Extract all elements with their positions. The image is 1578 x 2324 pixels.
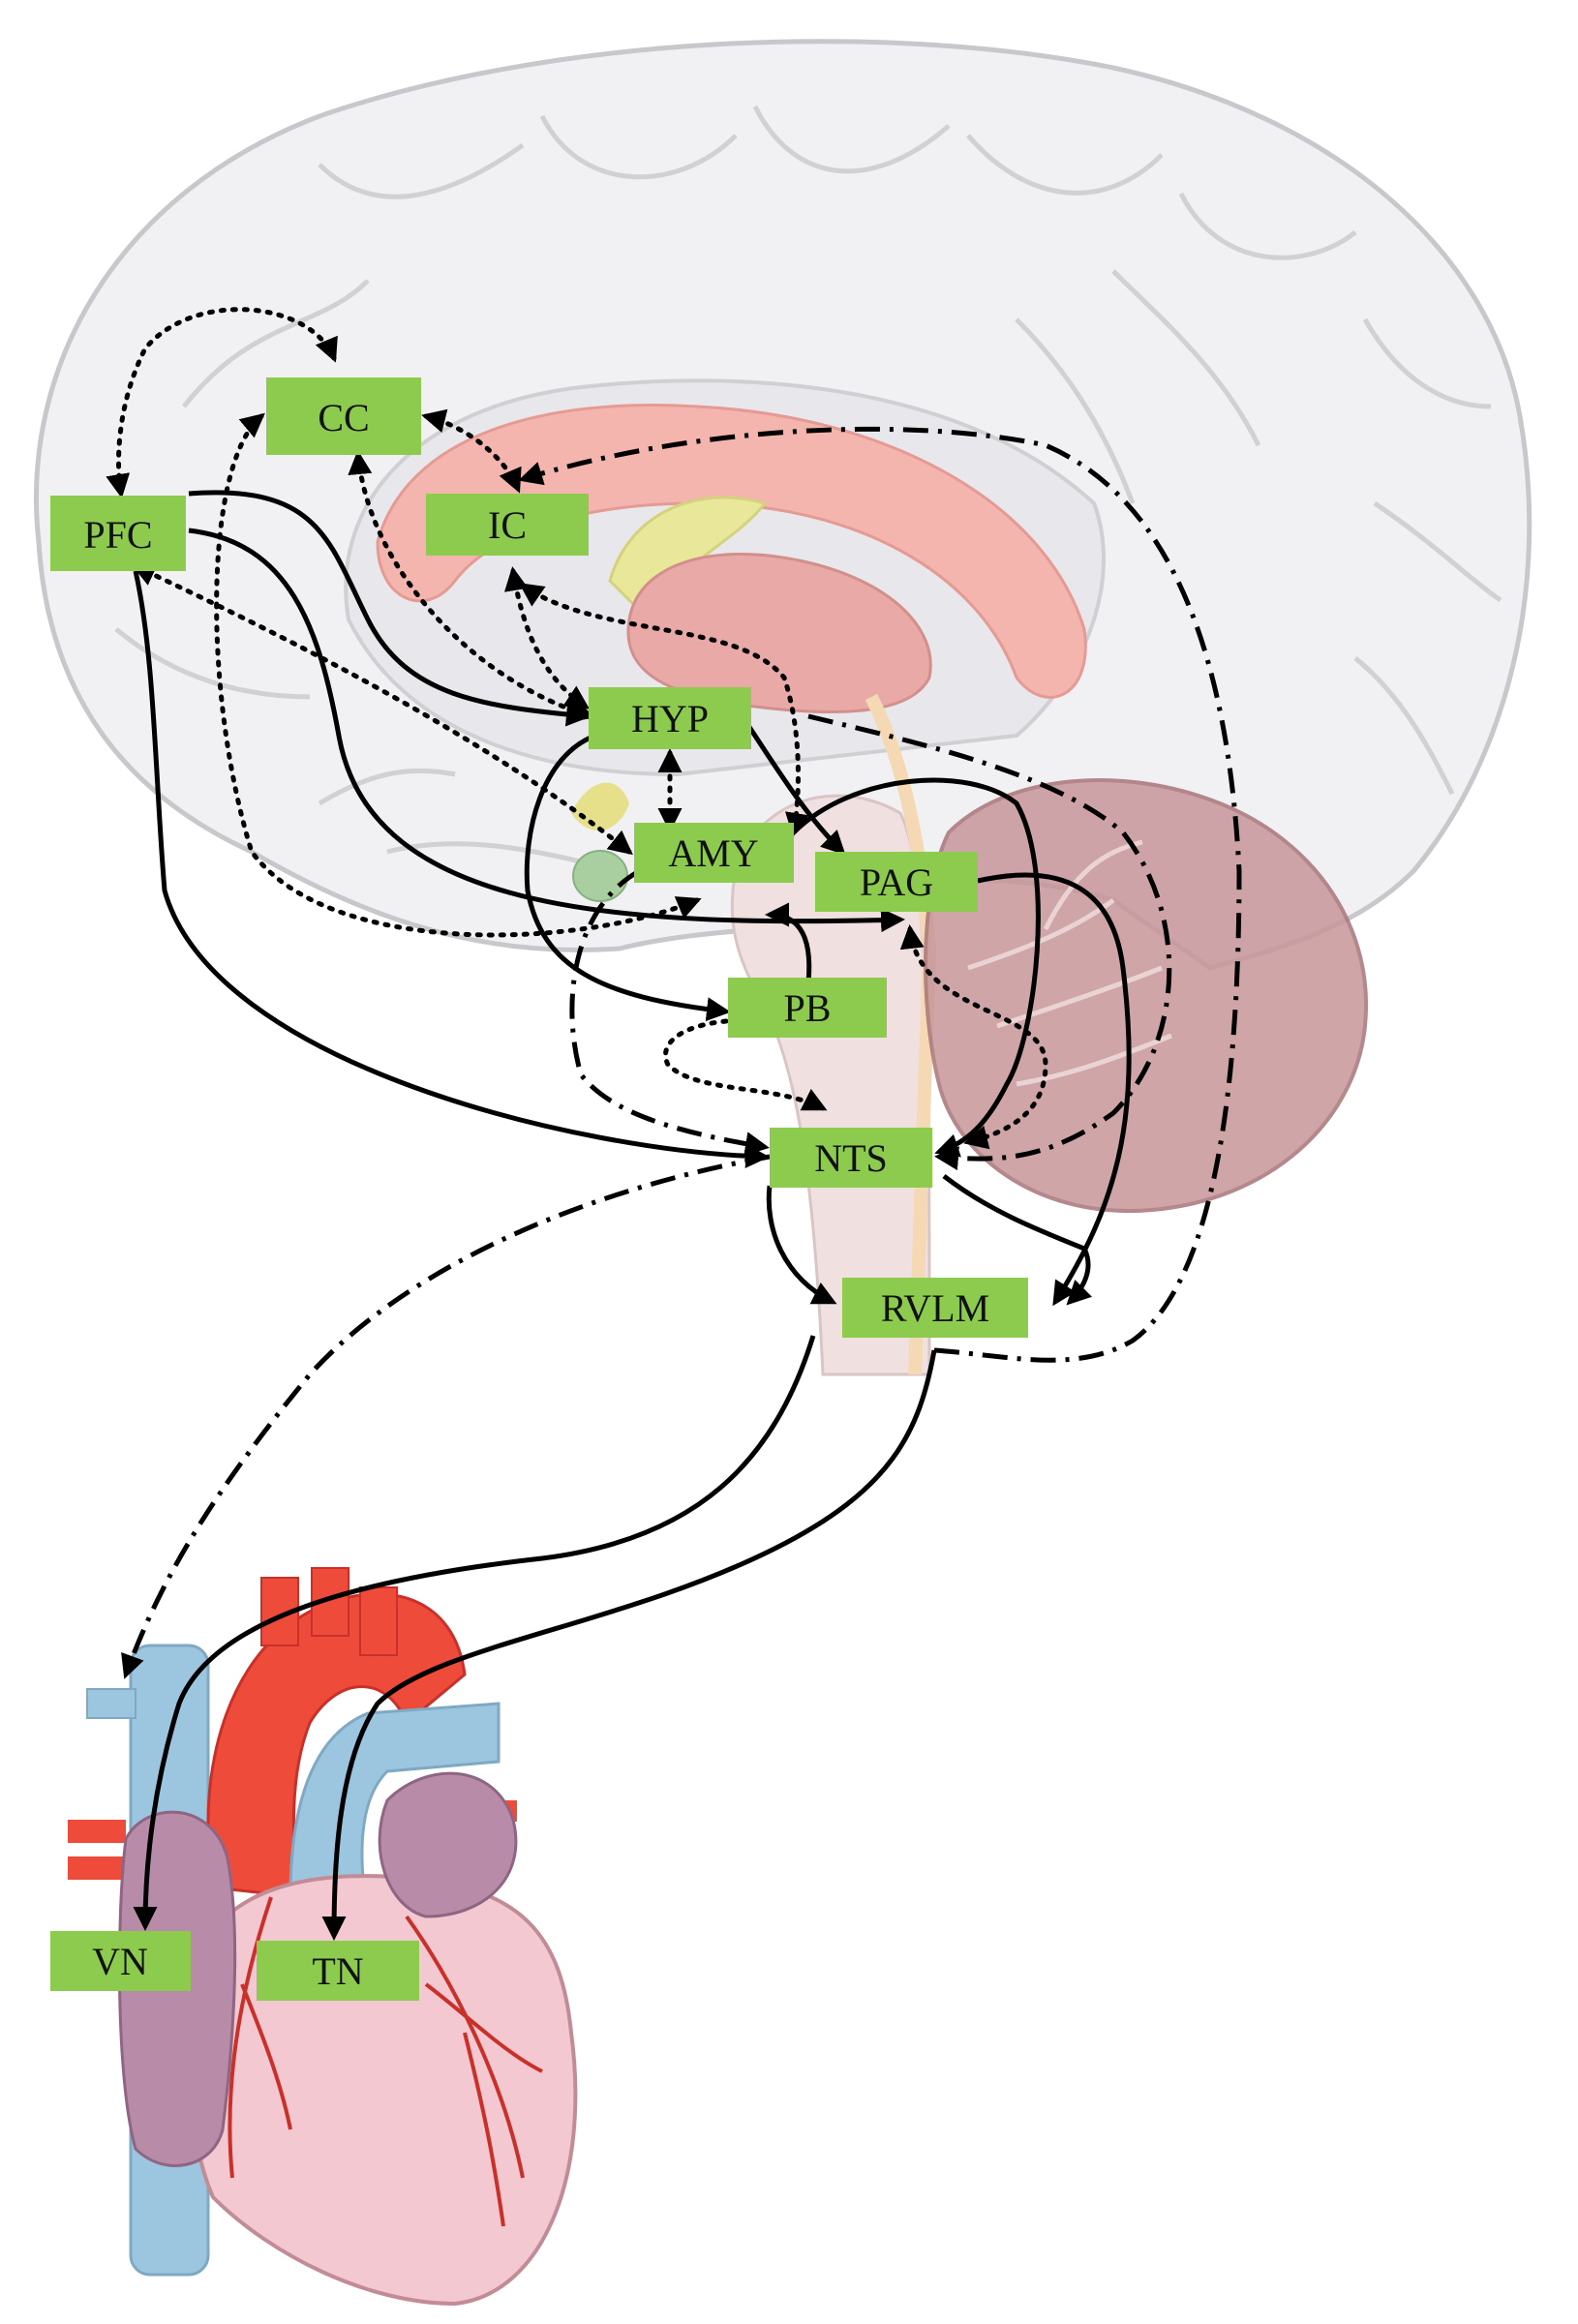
arrow-pfc-hyp [188, 490, 591, 727]
ventricle-shape [188, 1874, 578, 2307]
arrow-cc-amy-dotted [214, 412, 702, 938]
node-vn-label: VN [92, 1940, 148, 1983]
arrow-pb-nts-dotted [663, 1018, 828, 1111]
node-tn-label: TN [312, 1949, 363, 1993]
arrow-nts-vn-dashdot [121, 1154, 771, 1679]
dashdot-arrows [121, 426, 1242, 1679]
arrow-pag-nts-dotted [899, 924, 1048, 1150]
arrow-hyp-nts-dashdot [807, 713, 1172, 1171]
node-tn[interactable]: TN [257, 1941, 419, 2001]
coronary-arteries [228, 1896, 543, 2227]
arrow-amy-nts-dashdot [569, 868, 770, 1157]
arrow-amy-pag-loop [792, 777, 1041, 1158]
node-vn[interactable]: VN [50, 1931, 191, 1991]
node-pfc-label: PFC [83, 513, 152, 557]
arrow-hyp-pb [524, 733, 731, 1022]
node-nts-label: NTS [814, 1136, 888, 1180]
node-ic[interactable]: IC [426, 494, 589, 556]
arrow-rvlm-vn [133, 1335, 816, 1931]
node-rvlm[interactable]: RVLM [842, 1278, 1028, 1338]
pulmonary-trunk [288, 1702, 501, 1919]
arrow-rvlm-ic-dashdot [518, 426, 1242, 1363]
arrow-rvlm-tn [321, 1349, 937, 1941]
node-pb-label: PB [784, 986, 832, 1030]
pathway-arrows [106, 307, 1242, 1941]
node-pfc[interactable]: PFC [50, 496, 186, 571]
dotted-arrows [106, 307, 1048, 1150]
node-cc-label: CC [318, 396, 369, 439]
node-pag-label: PAG [860, 860, 933, 904]
arrow-cc-pfc-dotted [106, 307, 338, 498]
aorta-shape [206, 1592, 467, 1899]
node-pb[interactable]: PB [728, 978, 887, 1038]
node-amy-label: AMY [668, 831, 758, 875]
node-nts[interactable]: NTS [770, 1128, 932, 1188]
node-amy[interactable]: AMY [634, 823, 794, 883]
arrow-pag-rvlm [977, 872, 1132, 1307]
arrow-nts-rvlm-loop [942, 1174, 1092, 1306]
node-pag[interactable]: PAG [815, 852, 978, 912]
left-atrium [378, 1771, 518, 1918]
vena-branch [86, 1688, 137, 1719]
arrow-pfc-pag [188, 528, 905, 933]
pituitary-shape [572, 850, 628, 902]
arrow-pfc-nts [133, 570, 770, 1168]
arrow-hyp-pag [743, 719, 846, 856]
arrow-nts-rvlm [766, 1185, 837, 1305]
node-ic-label: IC [488, 503, 527, 547]
arrow-pb-amy [765, 902, 812, 983]
solid-arrows [133, 490, 1132, 1941]
node-hyp[interactable]: HYP [589, 687, 751, 749]
node-cc[interactable]: CC [266, 377, 421, 455]
node-hyp-label: HYP [631, 697, 709, 740]
node-rvlm-label: RVLM [881, 1286, 989, 1330]
